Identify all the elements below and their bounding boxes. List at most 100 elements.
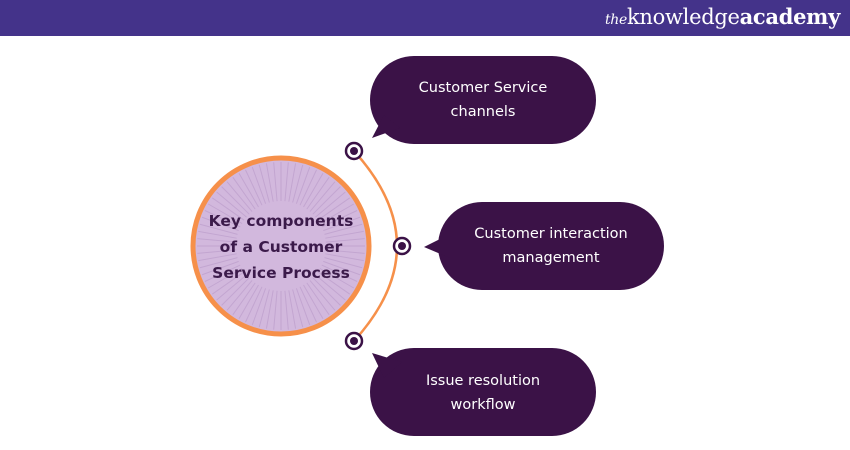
sunburst-ray xyxy=(323,260,361,276)
sunburst-ray xyxy=(319,268,354,289)
sunburst-ray xyxy=(198,253,237,262)
sunburst-ray xyxy=(299,286,317,323)
sunburst-ray xyxy=(221,186,250,215)
bubble-shape xyxy=(438,202,664,290)
center-circle xyxy=(190,155,372,337)
bubble-tail xyxy=(372,115,400,138)
sunburst-ray xyxy=(204,264,241,282)
bubble-issue-resolution-workflow xyxy=(370,348,596,436)
sunburst-ray xyxy=(265,163,274,202)
sunburst-ray xyxy=(312,186,341,215)
bubble-label-line: Issue resolution xyxy=(425,373,541,389)
sunburst-ray xyxy=(251,288,267,326)
sunburst-ray xyxy=(232,282,256,316)
center-title-line: Key components xyxy=(208,212,354,230)
sunburst-ray xyxy=(288,163,297,202)
sunburst-ray xyxy=(221,277,250,306)
bubble-label-3: Issue resolution workflow xyxy=(370,369,596,417)
node-marker-2 xyxy=(392,236,412,256)
sunburst-ray xyxy=(295,166,311,204)
sunburst-ray xyxy=(295,288,311,326)
sunburst-ray xyxy=(288,290,297,329)
sunburst-ray xyxy=(238,284,259,319)
sunburst-ray xyxy=(309,280,336,311)
sunburst-ray xyxy=(251,166,267,204)
sunburst-ray xyxy=(245,286,263,323)
sunburst-ray xyxy=(284,162,289,202)
sunburst-ray xyxy=(323,216,361,232)
sunburst-ray xyxy=(199,257,238,269)
bubble-shape xyxy=(370,348,596,436)
sunburst-ray xyxy=(208,203,243,224)
sunburst-ray xyxy=(211,197,245,221)
sunburst-ray xyxy=(216,191,247,218)
bubble-customer-interaction-management xyxy=(424,202,664,290)
sunburst-ray xyxy=(197,249,237,254)
sunburst-ray xyxy=(226,280,253,311)
sunburst-ray xyxy=(325,238,365,243)
sunburst-ray xyxy=(319,203,354,224)
sunburst-ray xyxy=(273,162,278,202)
sunburst-ray xyxy=(197,238,237,243)
sunburst-ray xyxy=(201,260,239,276)
bubble-tail xyxy=(424,234,450,258)
sunburst-ray xyxy=(306,282,330,316)
bubble-label-line: workflow xyxy=(450,397,516,413)
sunburst-ray xyxy=(306,176,330,210)
sunburst-ray xyxy=(325,249,365,254)
sunburst-ray xyxy=(265,290,274,329)
sunburst-ray xyxy=(312,277,341,306)
sunburst-ray xyxy=(325,253,364,262)
sunburst-ray xyxy=(258,164,270,203)
sunburst-ray xyxy=(199,223,238,235)
brand-logo: theknowledgeacademy xyxy=(605,4,840,29)
header-bar: theknowledgeacademy xyxy=(0,0,850,36)
sunburst-ray xyxy=(273,290,278,330)
node-marker-1 xyxy=(344,141,364,161)
sunburst-ray xyxy=(309,181,336,212)
sunburst-ray xyxy=(292,164,304,203)
sunburst-ray xyxy=(211,271,245,295)
sunburst-ray xyxy=(198,230,237,239)
bubble-label-line: Customer interaction xyxy=(474,226,628,242)
sunburst-ray xyxy=(317,271,351,295)
sunburst-ray xyxy=(324,257,363,269)
sunburst-ray xyxy=(325,230,364,239)
sunburst-ray xyxy=(321,210,358,228)
sunburst-ray xyxy=(245,169,263,206)
sunburst-rays xyxy=(197,162,365,330)
sunburst-ray xyxy=(315,191,346,218)
sunburst-ray xyxy=(232,176,256,210)
bubble-tail xyxy=(372,353,402,378)
sunburst-ray xyxy=(299,169,317,206)
bubble-label-1: Customer Service channels xyxy=(370,76,596,124)
sunburst-ray xyxy=(204,210,241,228)
sunburst-ray xyxy=(226,181,253,212)
sunburst-ray xyxy=(292,289,304,328)
sunburst-ray xyxy=(216,274,247,301)
center-title-line: Service Process xyxy=(212,264,350,282)
sunburst-ray xyxy=(284,290,289,330)
bubble-shape xyxy=(370,56,596,144)
bubble-label-line: channels xyxy=(450,104,516,120)
bubble-label-2: Customer interaction management xyxy=(438,222,664,270)
logo-word-academy: academy xyxy=(739,4,841,29)
node-marker-3 xyxy=(344,331,364,351)
sunburst-ray xyxy=(258,289,270,328)
sunburst-ray xyxy=(315,274,346,301)
sunburst-ray xyxy=(208,268,243,289)
sunburst-ray xyxy=(317,197,351,221)
sunburst-ray xyxy=(303,173,324,208)
center-title: Key components of a Customer Service Pro… xyxy=(193,208,369,286)
sunburst-ray xyxy=(303,284,324,319)
center-title-line: of a Customer xyxy=(219,238,343,256)
sunburst-ray xyxy=(201,216,239,232)
bubble-label-line: management xyxy=(502,250,600,266)
bubble-customer-service-channels xyxy=(370,56,596,144)
sunburst-ray xyxy=(321,264,358,282)
sunburst-ray xyxy=(324,223,363,235)
logo-prefix: the xyxy=(604,12,627,28)
bubble-label-line: Customer Service xyxy=(418,80,548,96)
sunburst-ray xyxy=(238,173,259,208)
